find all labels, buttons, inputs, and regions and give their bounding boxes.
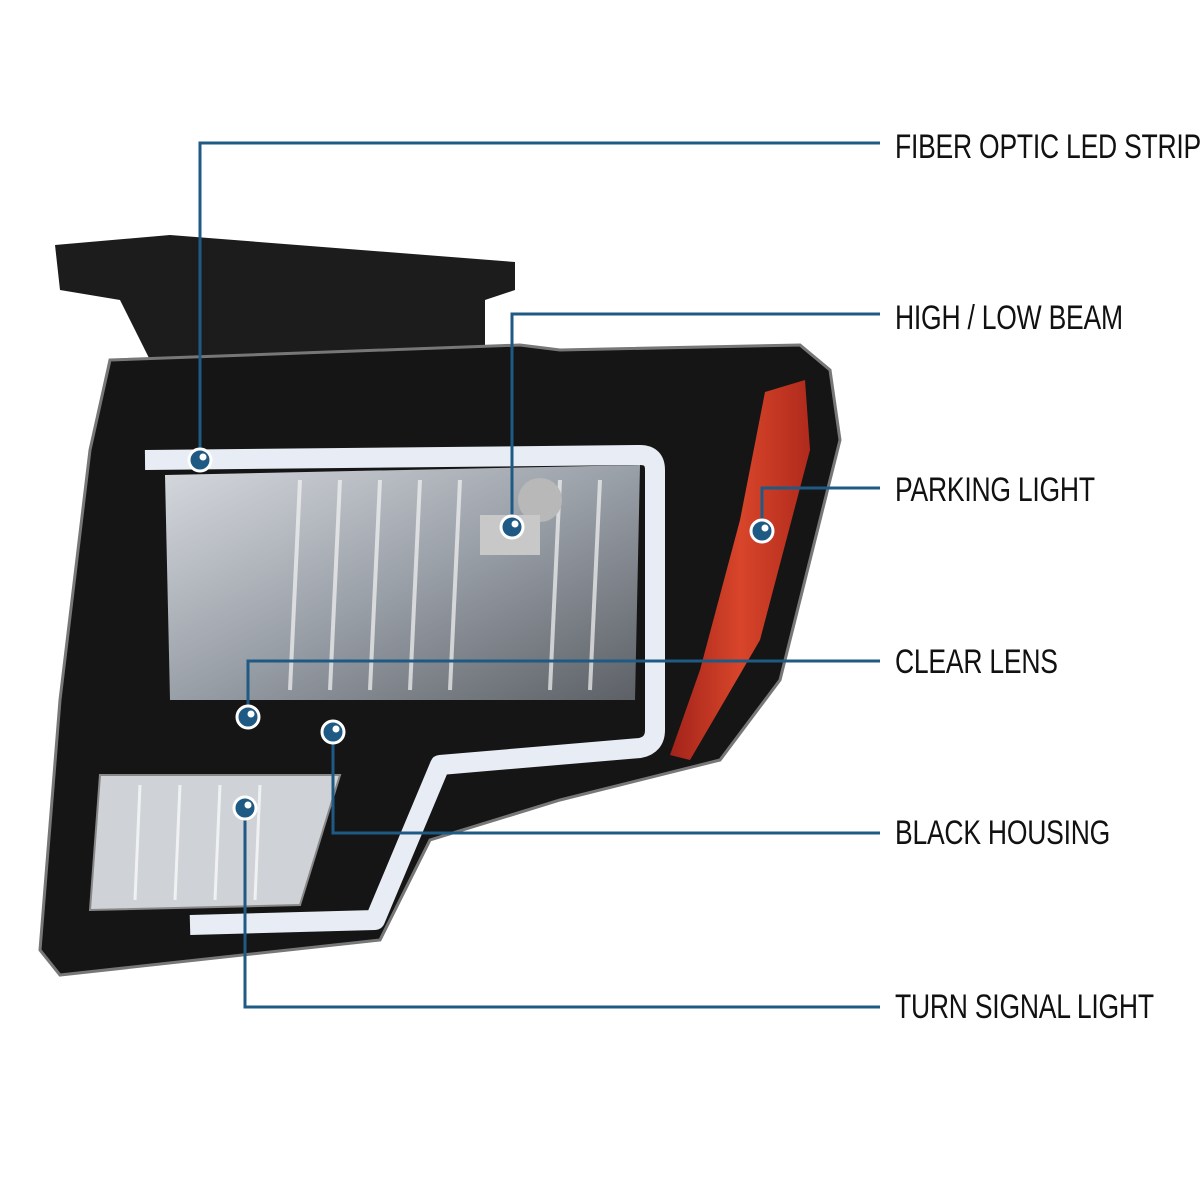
turn-signal-lens [88, 774, 342, 912]
callout-lines [198, 141, 880, 1009]
callout-line-black-housing [331, 732, 880, 835]
fiber-optic-led-strip [144, 445, 665, 935]
callout-dot-icon [232, 795, 258, 821]
label-turn-signal-light: TURN SIGNAL LIGHT [895, 988, 1154, 1026]
callout-line-turn-signal [243, 808, 880, 1009]
label-parking-light: PARKING LIGHT [895, 471, 1095, 509]
label-high-low-beam: HIGH / LOW BEAM [895, 299, 1123, 337]
clear-lens [165, 465, 640, 700]
callout-line-parking-light [760, 486, 880, 531]
callout-dot-icon [499, 514, 525, 540]
callout-dot-icon [320, 719, 346, 745]
callout-dot-icon [235, 704, 261, 730]
label-clear-lens: CLEAR LENS [895, 643, 1058, 681]
callout-line-high-low-beam [510, 312, 880, 527]
callout-dot-icon [749, 518, 775, 544]
amber-reflector [670, 380, 810, 760]
callout-line-clear-lens [246, 659, 880, 717]
callout-dots [187, 447, 775, 821]
callout-line-fiber-optic [198, 141, 880, 460]
mounting-bracket [55, 235, 515, 360]
label-black-housing: BLACK HOUSING [895, 814, 1111, 852]
label-fiber-optic-led-strip: FIBER OPTIC LED STRIP [895, 128, 1200, 166]
callout-dot-icon [187, 447, 213, 473]
